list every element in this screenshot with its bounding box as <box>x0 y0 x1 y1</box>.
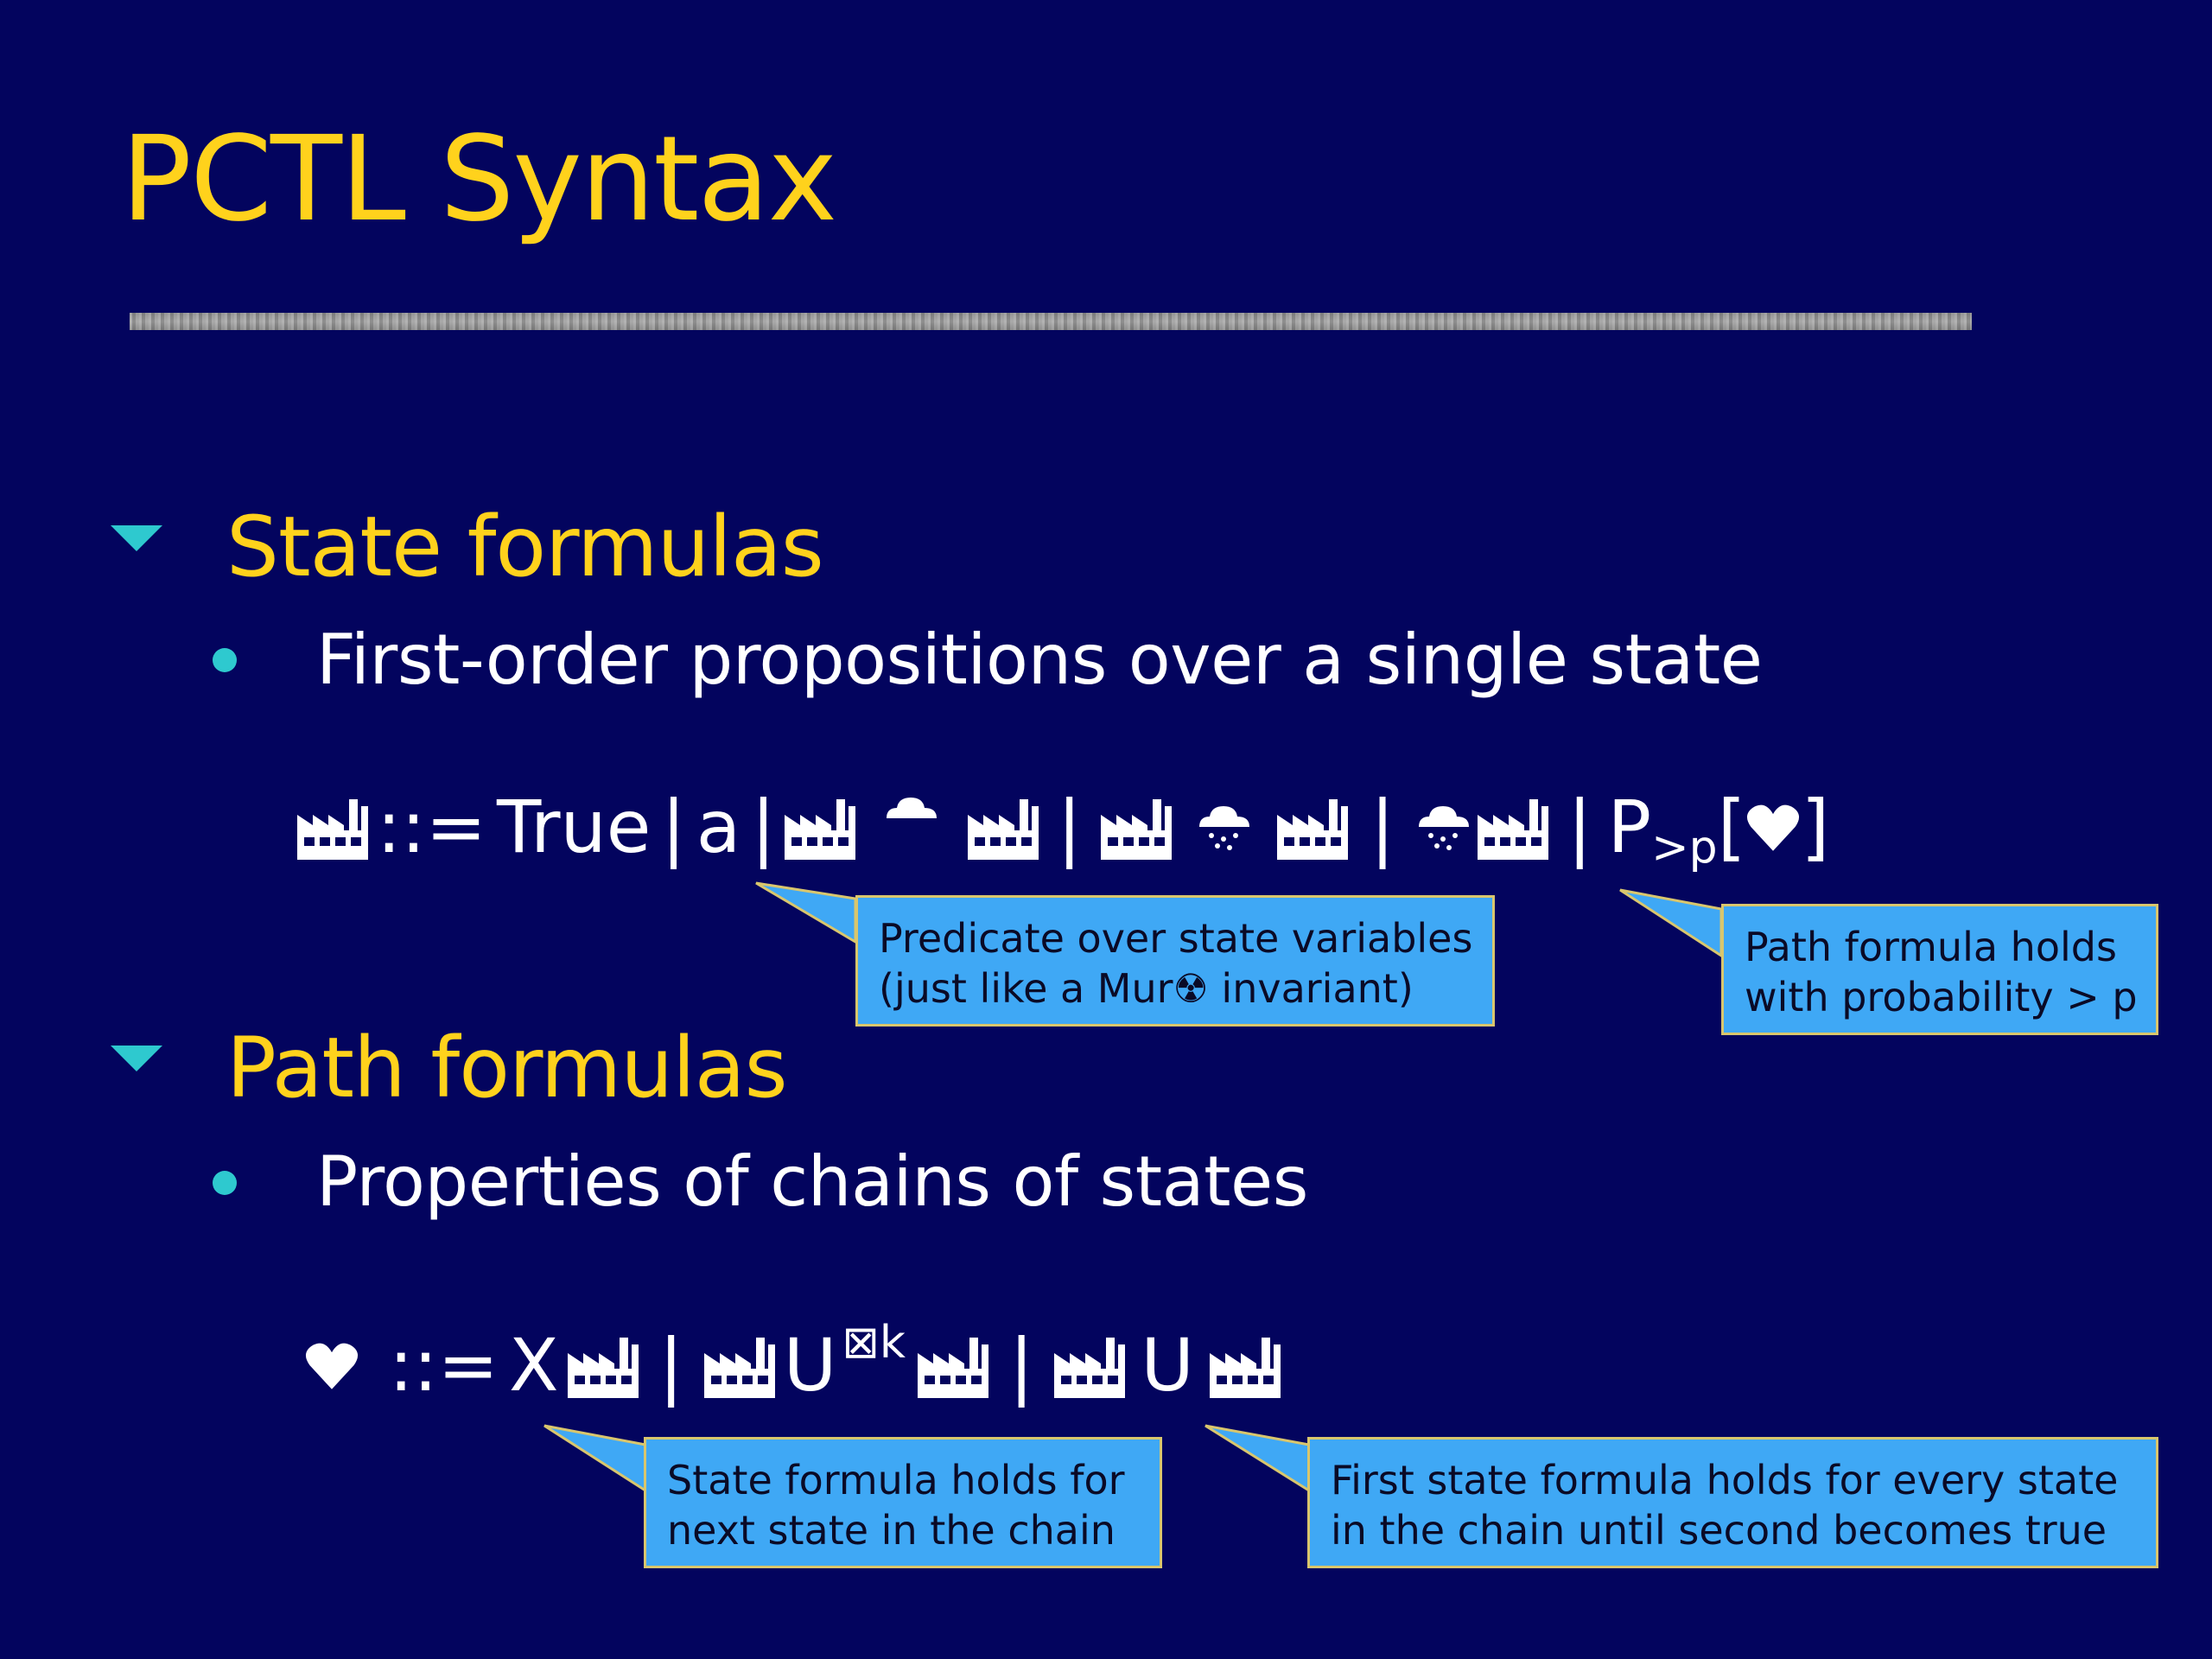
callout-pointer-next <box>543 1424 647 1493</box>
callout-pointer-probability <box>1619 888 1723 958</box>
callout-line: State formula holds for <box>667 1457 1125 1503</box>
probability-operator: P <box>1607 785 1652 869</box>
factory-icon <box>914 1331 992 1400</box>
section-heading-state-formulas: State formulas <box>226 499 824 595</box>
separator: | <box>1567 785 1592 869</box>
callout-pointer-predicate <box>755 881 857 944</box>
true-keyword: True <box>496 785 652 869</box>
bullet-marker-icon <box>213 648 237 672</box>
separator: | <box>1057 785 1082 869</box>
callout-line: First state formula holds for every stat… <box>1331 1457 2119 1503</box>
heart-icon <box>304 1339 359 1391</box>
callout-line: Predicate over state variables <box>879 915 1473 962</box>
atomic-proposition: a <box>696 785 741 869</box>
callout-line: (just like a Mur☢ invariant) <box>879 965 1414 1012</box>
separator: | <box>1009 1323 1034 1408</box>
callout-until: First state formula holds for every stat… <box>1307 1437 2158 1568</box>
callout-line: next state in the chain <box>667 1507 1116 1554</box>
factory-icon <box>1206 1331 1284 1400</box>
separator: | <box>1370 785 1395 869</box>
section-marker-icon <box>111 525 162 551</box>
callout-line: Path formula holds <box>1745 924 2117 970</box>
slide-title: PCTL Syntax <box>121 111 837 248</box>
factory-icon <box>1051 1331 1128 1400</box>
next-operator: X <box>508 1323 559 1408</box>
bullet-marker-icon <box>213 1171 237 1195</box>
probability-bound: >p <box>1651 822 1718 874</box>
title-divider <box>130 313 1972 330</box>
factory-icon <box>701 1331 779 1400</box>
bullet-path-formulas: Properties of chains of states <box>316 1141 1308 1222</box>
section-heading-path-formulas: Path formulas <box>226 1020 788 1116</box>
until-operator: U <box>1141 1323 1194 1408</box>
callout-next-state: State formula holds for next state in th… <box>644 1437 1162 1568</box>
until-bound: ⊠k <box>842 1317 906 1369</box>
callout-pointer-until <box>1205 1424 1311 1493</box>
callout-line: with probability > p <box>1745 974 2138 1020</box>
separator: | <box>661 785 686 869</box>
section-marker-icon <box>111 1046 162 1071</box>
callout-probability: Path formula holds with probability > p <box>1721 904 2158 1035</box>
until-operator: U <box>783 1323 837 1408</box>
path-formula-grammar: ::= X | U ⊠k | U <box>304 1320 1284 1408</box>
def-operator: ::= <box>389 1323 499 1408</box>
left-bracket: [ <box>1717 785 1746 869</box>
callout-line: in the chain until second becomes true <box>1331 1507 2107 1554</box>
right-bracket: ] <box>1801 785 1830 869</box>
separator: | <box>658 1323 683 1408</box>
factory-icon <box>564 1331 642 1400</box>
def-operator: ::= <box>377 785 486 869</box>
callout-predicate: Predicate over state variables (just lik… <box>855 895 1495 1027</box>
separator: | <box>751 785 776 869</box>
bullet-state-formulas: First-order propositions over a single s… <box>316 620 1763 700</box>
state-formula-grammar: ::= True | a | | | | P >p [ ] <box>294 785 1830 870</box>
